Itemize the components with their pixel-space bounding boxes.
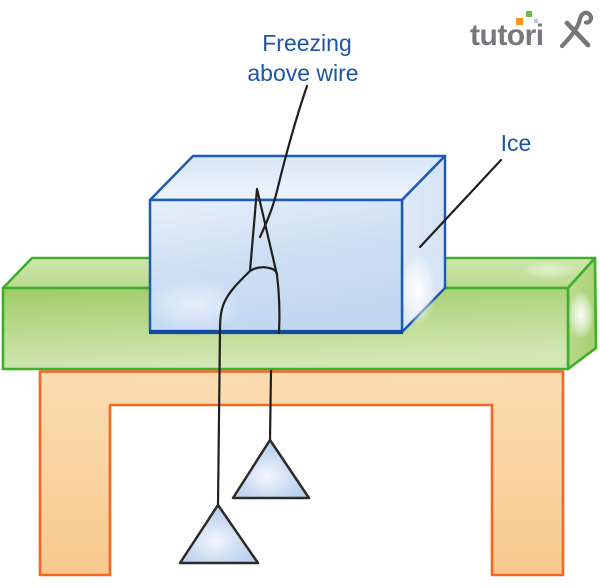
weight-triangle-right	[231, 438, 311, 500]
freezing-label-line2: above wire	[247, 60, 358, 86]
tutorix-logo: tutori	[470, 10, 594, 52]
logo-x-swoosh-diagonal	[564, 20, 591, 48]
ice-front-face-highlight	[147, 279, 243, 331]
ice-right-face-highlight	[400, 254, 436, 326]
weight-triangle-left	[178, 503, 260, 565]
logo-text: tutori	[470, 19, 544, 52]
ice-block	[147, 154, 447, 335]
wire-refrozen-wedge	[248, 187, 279, 277]
wire-loop-top	[248, 266, 279, 277]
logo-lightblue-square	[534, 19, 538, 23]
wire-right-strand-in-ice	[275, 273, 281, 335]
wire-group	[216, 84, 503, 507]
table-top-right-face-highlight	[568, 291, 594, 339]
logo-x-swoosh-curve	[559, 10, 594, 49]
table-legs	[38, 370, 565, 577]
table-top-sheen	[522, 261, 578, 279]
wire-right-strand-below-table	[268, 369, 273, 442]
logo-orange-square	[516, 18, 523, 25]
freezing-label-line1: Freezing	[262, 30, 351, 56]
ice-leader-line	[418, 158, 503, 249]
wire-left-strand	[216, 269, 252, 507]
ice-label: Ice	[501, 130, 532, 156]
logo-green-square	[526, 11, 532, 17]
ice-top-face	[148, 154, 447, 202]
